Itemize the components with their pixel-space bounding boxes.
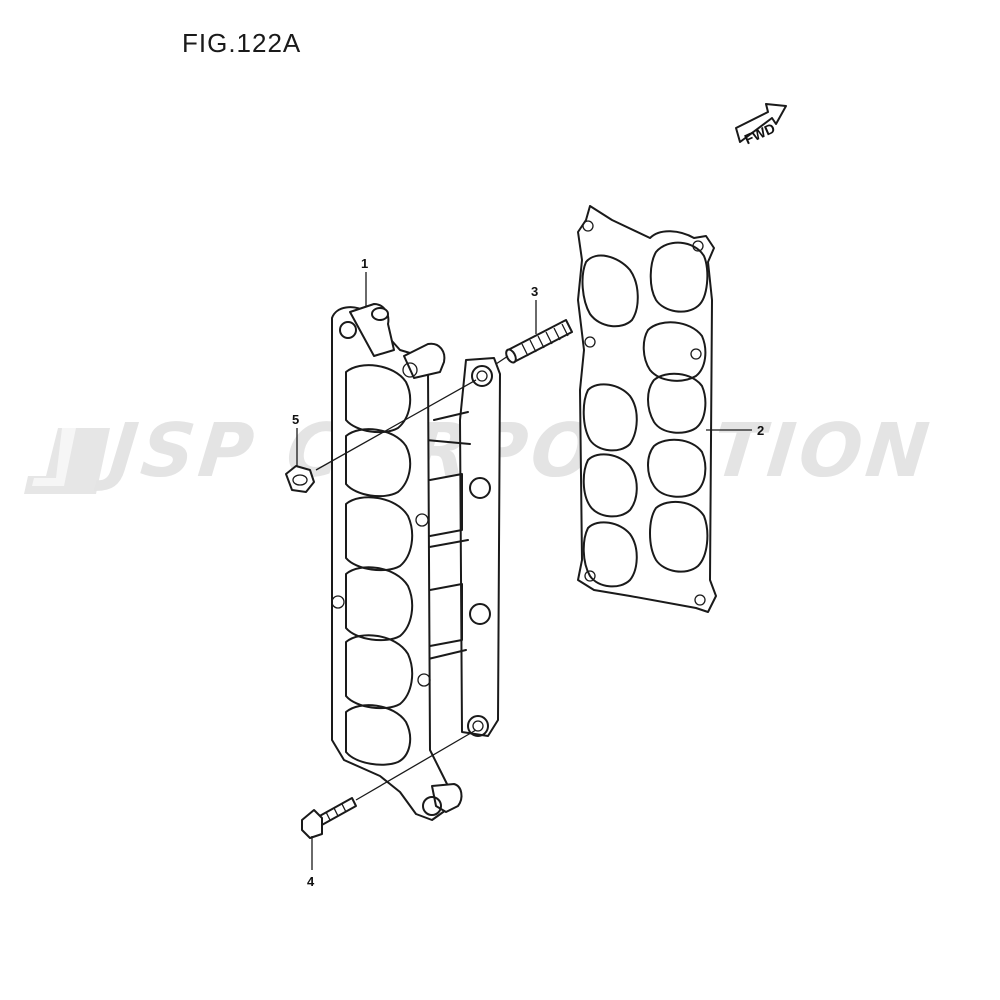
callout-5: 5 (292, 412, 299, 427)
nut-center-line (315, 379, 477, 471)
callout-1: 1 (361, 256, 368, 271)
stud-center-line (495, 355, 509, 365)
watermark-logo (24, 428, 110, 494)
bolt-center-line (355, 729, 477, 801)
callout-4: 4 (307, 874, 315, 889)
callout-2: 2 (757, 423, 764, 438)
manifold-part (331, 303, 501, 821)
bolt-part (301, 797, 357, 839)
stud-part (505, 319, 573, 364)
gasket-part (577, 205, 717, 613)
nut-part (285, 465, 315, 493)
callout-3: 3 (531, 284, 538, 299)
figure-title: FIG.122A (182, 28, 302, 58)
fwd-arrow-icon: FWD (735, 103, 787, 147)
